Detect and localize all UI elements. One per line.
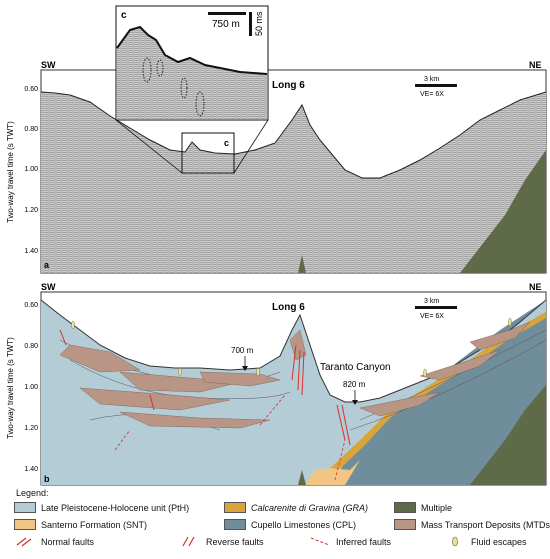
panel-b-tick-3: 1.00: [24, 384, 38, 391]
legend-label-inferred-faults: Inferred faults: [336, 536, 392, 547]
panel-b-tick-5: 1.40: [24, 466, 38, 473]
panel-a-tick-1: 0.60: [24, 86, 38, 93]
faults: [59, 329, 351, 446]
panel-a-ve: VE= 6X: [420, 91, 444, 98]
fluid-escapes: [71, 317, 512, 378]
panel-b-profile-name: Long 6: [272, 302, 305, 313]
panel-a-profile-name: Long 6: [272, 80, 305, 91]
legend-item-cpl: Cupello Limestones (CPL): [224, 519, 356, 530]
panel-b-y-axis-label: Two-way travel time (s TWT): [6, 337, 15, 439]
legend-label-snt: Santerno Formation (SNT): [41, 519, 148, 530]
swatch-mtd: [394, 519, 416, 530]
zoom-box: [181, 132, 235, 174]
label-820: 820 m: [343, 380, 366, 389]
panel-a-scale-label: 3 km: [424, 76, 439, 83]
panel-b-scale-label: 3 km: [424, 298, 439, 305]
swatch-multiple: [394, 502, 416, 513]
panel-b-sw: SW: [41, 282, 56, 292]
legend-item-pth: Late Pleistocene-Holocene unit (PtH): [14, 502, 189, 513]
panel-a-tick-2: 0.80: [24, 126, 38, 133]
legend-item-normal-faults: Normal faults: [14, 536, 94, 547]
inset-h-scalebar: [208, 12, 246, 15]
legend-label-normal-faults: Normal faults: [41, 536, 95, 547]
mtd-bodies: [59, 321, 531, 429]
arrow-700-head: [242, 366, 248, 371]
swatch-cpl: [224, 519, 246, 530]
reverse-fault-icon: [182, 536, 195, 547]
panel-a-sw: SW: [41, 60, 56, 70]
legend: Legend: Late Pleistocene-Holocene unit (…: [14, 488, 550, 558]
panel-a-tick-4: 1.20: [24, 207, 38, 214]
multiple-right-b: [470, 385, 546, 485]
panel-a-y-ticks: 0.60 0.80 1.00 1.20 1.40: [24, 86, 38, 255]
legend-label-pth: Late Pleistocene-Holocene unit (PtH): [41, 502, 190, 513]
legend-item-reverse-faults: Reverse faults: [179, 536, 264, 547]
unit-snt: [305, 460, 360, 485]
inferred-faults: [114, 394, 346, 481]
legend-item-snt: Santerno Formation (SNT): [14, 519, 147, 530]
swatch-snt: [14, 519, 36, 530]
panel-b-tick-4: 1.20: [24, 425, 38, 432]
seismic-vertical-traces: [41, 92, 546, 273]
inset-letter: c: [121, 10, 127, 21]
panel-b-scalebar: [415, 306, 457, 309]
inset-c: c 750 m 50 ms: [115, 5, 269, 121]
seafloor-line: [40, 91, 547, 179]
legend-title: Legend:: [16, 488, 49, 498]
fluid-escape-icon: [452, 536, 458, 547]
swatch-gra: [224, 502, 246, 513]
panel-a-scalebar: [415, 84, 457, 87]
legend-label-gra: Calcarenite di Gravina (GRA): [251, 502, 369, 513]
inset-v-scale-label: 50 ms: [254, 11, 264, 36]
inset-h-scale-label: 750 m: [212, 19, 240, 30]
canyon-label: Taranto Canyon: [320, 362, 391, 373]
unit-pth: [41, 300, 546, 485]
legend-label-multiple: Multiple: [421, 502, 453, 513]
panel-b-ne: NE: [529, 282, 542, 292]
panel-b-tick-2: 0.80: [24, 343, 38, 350]
panel-b-y-ticks: 0.60 0.80 1.00 1.20 1.40: [24, 302, 38, 473]
legend-item-multiple: Multiple: [394, 502, 452, 513]
inferred-fault-icon: [310, 537, 330, 546]
legend-item-inferred-faults: Inferred faults: [309, 536, 391, 547]
multiple-small-a: [298, 255, 306, 273]
legend-item-fluid-escapes: Fluid escapes: [444, 536, 527, 547]
panel-a-tick-3: 1.00: [24, 166, 38, 173]
multiple-right-a: [460, 150, 546, 273]
panel-b-letter: b: [44, 474, 50, 484]
label-700: 700 m: [231, 346, 254, 355]
legend-label-fluid-escapes: Fluid escapes: [471, 536, 527, 547]
panel-a-y-axis-label: Two-way travel time (s TWT): [6, 121, 15, 223]
legend-item-gra: Calcarenite di Gravina (GRA): [224, 502, 368, 513]
panel-a-ne: NE: [529, 60, 542, 70]
arrow-820-head: [352, 400, 358, 405]
panel-b-tick-1: 0.60: [24, 302, 38, 309]
multiple-small-b: [298, 470, 306, 485]
connector-left: [115, 119, 183, 174]
legend-label-reverse-faults: Reverse faults: [206, 536, 264, 547]
panel-a-letter: a: [44, 260, 50, 270]
legend-item-mtd: Mass Transport Deposits (MTDs): [394, 519, 550, 530]
connector-right: [233, 119, 269, 174]
panel-a-box-letter: c: [224, 138, 229, 148]
panel-b: SW NE Long 6 3 km VE= 6X 700 m 820 m Tar…: [6, 282, 547, 486]
legend-label-cpl: Cupello Limestones (CPL): [251, 519, 357, 530]
panel-a: c 750 m 50 ms SW NE Long 6 3 km VE= 6X c…: [6, 5, 547, 274]
panel-a-tick-5: 1.40: [24, 248, 38, 255]
legend-label-mtd: Mass Transport Deposits (MTDs): [421, 519, 550, 530]
swatch-pth: [14, 502, 36, 513]
normal-fault-icon: [16, 537, 32, 547]
inset-v-scalebar: [249, 12, 252, 36]
panel-b-ve: VE= 6X: [420, 313, 444, 320]
